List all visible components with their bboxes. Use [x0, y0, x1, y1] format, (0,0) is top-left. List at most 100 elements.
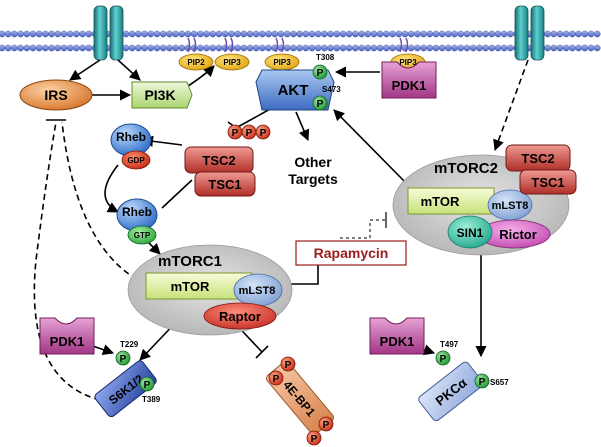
membrane-lipid-head: [314, 44, 322, 52]
membrane-lipid-head: [234, 44, 241, 52]
t308-label: T308: [316, 53, 335, 62]
membrane-lipid-head: [11, 44, 18, 52]
membrane-lipid-head: [383, 44, 390, 52]
membrane-lipid-head: [60, 30, 68, 38]
phospho-4ebp1-2: [268, 370, 284, 386]
other-targets-line1: Other: [294, 154, 332, 170]
membrane-lipid-head: [128, 30, 136, 38]
akt-node: AKT P T308 P S473: [255, 53, 341, 111]
pip3-node-2: PIP3: [264, 37, 300, 71]
phospho-label: P: [285, 360, 292, 371]
pip3-label: PIP3: [399, 58, 417, 67]
phospho-label: P: [311, 434, 318, 445]
membrane-lipid-head: [420, 44, 427, 52]
membrane-lipid-head: [327, 44, 334, 52]
s657-label: S657: [490, 378, 509, 387]
membrane-lipid-head: [556, 30, 564, 38]
membrane-lipid-head: [500, 44, 508, 52]
membrane-lipid-head: [556, 44, 564, 52]
membrane-lipid-head: [321, 30, 328, 38]
membrane-lipid-head: [562, 44, 570, 52]
membrane-lipid-head: [159, 30, 167, 38]
membrane-lipid-head: [73, 30, 80, 38]
membrane-lipid-head: [296, 30, 303, 38]
pip3-label: PIP3: [273, 58, 291, 67]
membrane-lipid-head: [358, 44, 365, 52]
membrane-lipid-head: [215, 30, 223, 38]
arrow-receptor-to-irs: [69, 59, 101, 81]
membrane-lipid-head: [48, 44, 55, 52]
membrane-lipid-head: [259, 30, 266, 38]
membrane-lipid-head: [389, 30, 396, 38]
membrane-lipid-head: [271, 30, 279, 38]
membrane-lipid-head: [48, 30, 55, 38]
membrane-lipid-head: [562, 30, 570, 38]
membrane-lipid-head: [333, 30, 341, 38]
rapamycin-box: Rapamycin: [295, 240, 407, 266]
membrane-lipid-head: [407, 44, 415, 52]
inhibit-tsc-to-rheb-gtp: [161, 179, 193, 209]
membrane-lipid-head: [507, 44, 514, 52]
membrane-lipid-head: [321, 44, 328, 52]
membrane-lipid-head: [302, 30, 310, 38]
membrane-lipid-head: [141, 30, 148, 38]
membrane-lipid-head: [364, 44, 372, 52]
membrane-lipid-head: [426, 30, 434, 38]
other-targets-line2: Targets: [288, 171, 338, 187]
membrane-lipid-head: [370, 30, 378, 38]
membrane-lipid-head: [172, 30, 179, 38]
phospho-t389: [139, 376, 155, 392]
membrane-lipid-head: [0, 44, 6, 52]
cell-membrane: [0, 30, 601, 52]
t497-label: T497: [440, 340, 459, 349]
membrane-lipid-head: [85, 30, 93, 38]
phospho-label: P: [120, 354, 127, 365]
membrane-lipid-head: [203, 44, 210, 52]
pdk1-node-left: PDK1: [39, 317, 95, 355]
membrane-lipid-head: [147, 30, 155, 38]
membrane-lipid-head: [457, 44, 465, 52]
s6k-node: S6K1/2 P T229 P T389: [94, 340, 161, 418]
membrane-lipid-head: [581, 30, 589, 38]
s473-label: S473: [322, 85, 341, 94]
membrane-lipid-head: [240, 44, 248, 52]
t389-label: T389: [142, 395, 161, 404]
mlst8-label: mLST8: [239, 285, 276, 297]
membrane-lipid-head: [4, 30, 12, 38]
membrane-lipid-head: [166, 30, 173, 38]
pdk1-node-right: PDK1: [369, 317, 425, 355]
membrane-lipid-head: [469, 44, 477, 52]
tsc1-label: TSC1: [531, 175, 564, 190]
arrow-mtorc2-to-akt: [333, 109, 409, 186]
membrane-lipid-head: [283, 44, 291, 52]
membrane-lipid-head: [215, 44, 223, 52]
membrane-lipid-head: [42, 44, 49, 52]
phospho-4ebp1-3: [318, 416, 334, 432]
membrane-lipid-head: [265, 30, 272, 38]
membrane-lipid-head: [23, 30, 31, 38]
membrane-lipid-head: [66, 30, 74, 38]
membrane-lipid-head: [507, 30, 514, 38]
membrane-lipid-head: [389, 44, 396, 52]
membrane-lipid-head: [432, 30, 440, 38]
membrane-lipid-head: [17, 44, 24, 52]
membrane-lipid-head: [575, 30, 582, 38]
mtor-block: [407, 187, 495, 215]
rheb-gtp-node: Rheb GTP: [116, 198, 158, 245]
membrane-lipid-head: [426, 44, 434, 52]
membrane-lipid-head: [352, 30, 359, 38]
membrane-lipid-head: [54, 30, 62, 38]
membrane-lipid-head: [544, 30, 551, 38]
membrane-lipid-head: [4, 44, 12, 52]
membrane-lipid-head: [482, 30, 489, 38]
membrane-lipid-head: [593, 44, 601, 52]
phospho-label: P: [440, 354, 447, 365]
inhibit-rapamycin-to-mtorc2: [340, 219, 386, 239]
feedback-mtorc1-to-irs: [61, 121, 156, 289]
membrane-lipid-head: [246, 30, 254, 38]
membrane-lipid-head: [290, 30, 297, 38]
phospho-label: P: [317, 99, 324, 110]
membrane-lipid-head: [246, 44, 254, 52]
receptor-left: [93, 5, 124, 61]
phospho-tsc2-3: [255, 124, 271, 140]
